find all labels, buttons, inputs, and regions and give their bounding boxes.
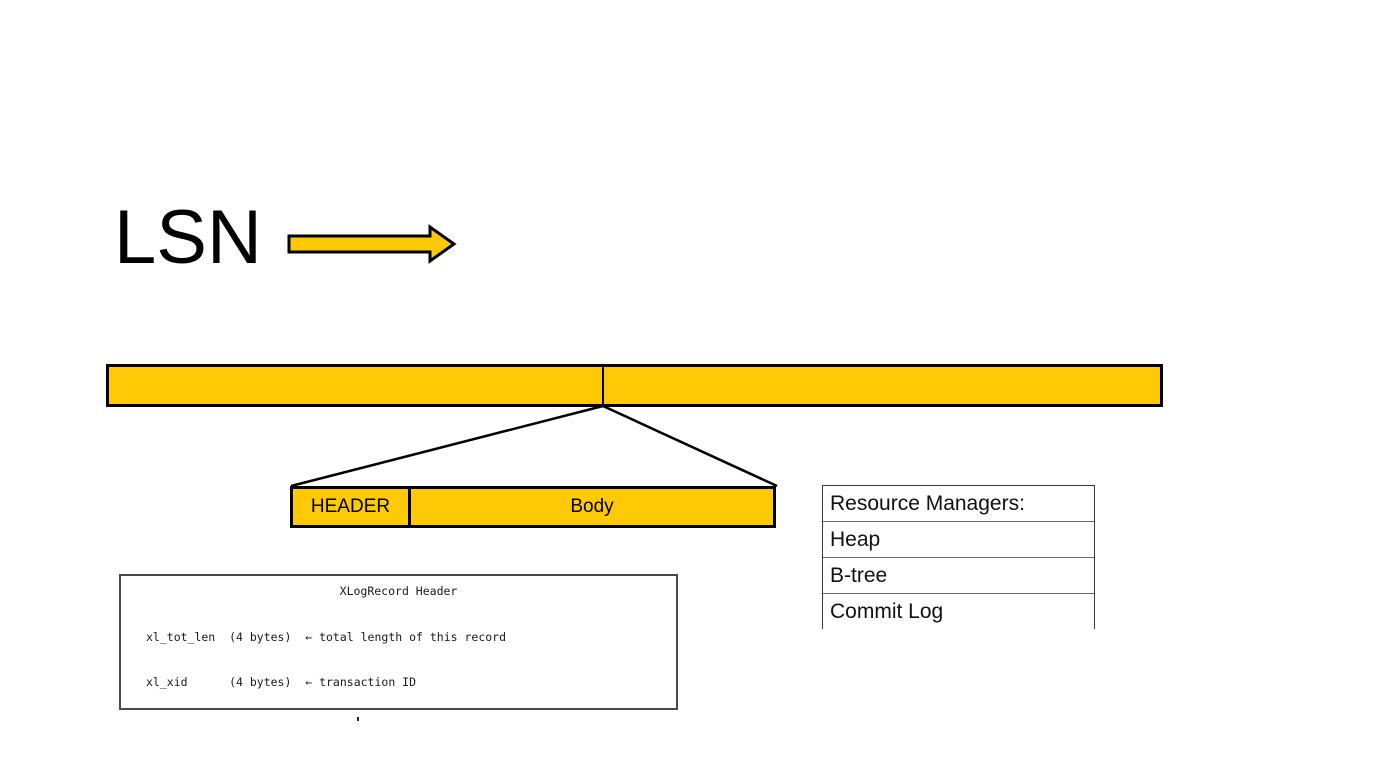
xlogrecord-field-row: xl_xid (4 bytes) ← transaction ID [146, 674, 417, 689]
stray-dot-mark [357, 717, 359, 721]
wal-segment-right [604, 367, 1160, 404]
record-body-cell: Body [411, 489, 773, 525]
xlogrecord-header-box: XLogRecord Header xl_tot_len (4 bytes) ←… [119, 574, 678, 710]
record-header-cell: HEADER [293, 489, 411, 525]
resource-managers-table: Resource Managers: Heap B-tree Commit Lo… [822, 485, 1095, 630]
xlogrecord-header-title: XLogRecord Header [339, 584, 458, 598]
right-arrow-icon [286, 224, 458, 264]
resource-manager-row-heap: Heap [823, 522, 1094, 558]
wal-record-bar: HEADER Body [290, 486, 776, 528]
zoom-connector-lines [280, 400, 790, 492]
resource-manager-row-btree: B-tree [823, 558, 1094, 594]
wal-segments-bar [106, 364, 1163, 407]
resource-managers-header-row: Resource Managers: [823, 486, 1094, 522]
lsn-label: LSN [114, 195, 262, 280]
xlogrecord-field-row: xl_tot_len (4 bytes) ← total length of t… [146, 629, 507, 644]
resource-manager-row-commit-log: Commit Log [823, 594, 1094, 630]
xlogrecord-header-fields: xl_tot_len (4 bytes) ← total length of t… [121, 600, 676, 708]
wal-segment-left [109, 367, 604, 404]
